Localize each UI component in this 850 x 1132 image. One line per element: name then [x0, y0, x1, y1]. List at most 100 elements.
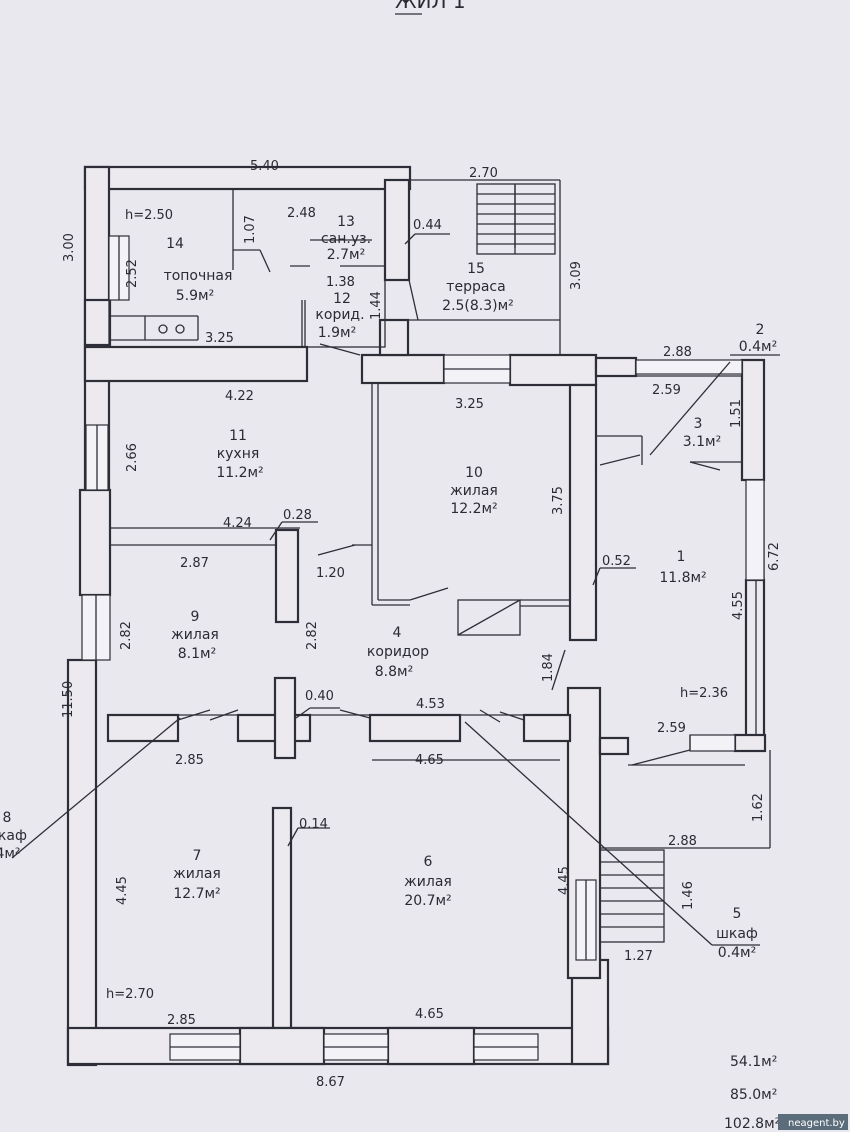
- room-5-number: 5: [733, 906, 742, 922]
- windows: [81, 235, 765, 1061]
- dim-label: 3.25: [205, 331, 234, 346]
- dim-label: 1.51: [729, 399, 744, 428]
- dim-label: 0.28: [283, 508, 312, 523]
- dim-label: 1.38: [326, 275, 355, 290]
- dim-label: 5.40: [250, 159, 279, 174]
- dim-label: 2.87: [180, 556, 209, 571]
- room-15-name: терраса: [446, 279, 505, 295]
- dim-label: 3.09: [569, 261, 584, 290]
- room-8-name: шкаф: [0, 828, 27, 844]
- dimension-labels: 5.40 2.70 3.00 2.52 h=2.50 2.48 1.07 0.4…: [61, 159, 782, 1090]
- leader-lines: [11, 233, 780, 946]
- dim-label: 2.48: [287, 206, 316, 221]
- dim-label: 11.50: [61, 681, 76, 718]
- dim-label: h=2.50: [125, 208, 173, 223]
- room-7-area: 12.7м²: [173, 886, 220, 902]
- dim-label: 4.53: [416, 697, 445, 712]
- room-15-area: 2.5(8.3)м²: [442, 298, 514, 314]
- dim-label: 0.40: [305, 689, 334, 704]
- room-13-area: 2.7м²: [327, 247, 365, 263]
- dim-label: 4.55: [731, 591, 746, 620]
- room-1-number: 1: [677, 549, 686, 565]
- dim-label: 0.44: [413, 218, 442, 233]
- room-6-area: 20.7м²: [404, 893, 451, 909]
- room-11-number: 11: [229, 428, 247, 444]
- dim-label: 2.85: [175, 753, 204, 768]
- total-area-1: 54.1м²: [730, 1054, 777, 1070]
- dim-label: 2.85: [167, 1013, 196, 1028]
- room-10-name: жилая: [450, 483, 498, 499]
- dim-label: 2.82: [119, 621, 134, 650]
- dim-label: 3.00: [62, 233, 77, 262]
- room-13-number: 13: [337, 214, 355, 230]
- dim-label: 1.44: [369, 291, 384, 320]
- dim-label: 6.72: [767, 542, 782, 571]
- room-9-name: жилая: [171, 627, 219, 643]
- total-area-3: 102.8м²: [724, 1116, 780, 1132]
- sheet-header: ЖИЛ 1: [395, 0, 466, 13]
- room-3-number: 3: [694, 416, 703, 432]
- dim-label: 3.75: [551, 486, 566, 515]
- stairs: [476, 183, 665, 943]
- room-7-name: жилая: [173, 866, 221, 882]
- dim-label: 4.24: [223, 516, 252, 531]
- dim-label: 1.62: [751, 793, 766, 822]
- dim-label: 4.65: [415, 1007, 444, 1022]
- dim-label: 0.14: [299, 817, 328, 832]
- dim-label: 4.65: [415, 753, 444, 768]
- room-10-number: 10: [465, 465, 483, 481]
- dim-label: 0.52: [602, 554, 631, 569]
- dim-label: 1.27: [624, 949, 653, 964]
- room-12-number: 12: [333, 291, 351, 307]
- dim-label: 1.46: [681, 881, 696, 910]
- room-labels: 14 топочная 5.9м² 13 сан.уз. 2.7м² 12 ко…: [0, 214, 777, 961]
- room-12-name: корид.: [315, 307, 364, 323]
- dim-label: 1.20: [316, 566, 345, 581]
- room-8-number: 8: [3, 810, 12, 826]
- dim-label: 2.52: [125, 259, 140, 288]
- watermark: neagent.by: [788, 1118, 845, 1129]
- room-4-name: коридор: [367, 644, 429, 660]
- room-15-number: 15: [467, 261, 485, 277]
- room-9-number: 9: [191, 609, 200, 625]
- room-5-area: 0.4м²: [718, 945, 756, 961]
- room-2-area: 0.4м²: [739, 339, 777, 355]
- dim-label: 2.59: [652, 383, 681, 398]
- dim-label: h=2.36: [680, 686, 728, 701]
- dim-label: 2.59: [657, 721, 686, 736]
- room-6-number: 6: [424, 854, 433, 870]
- room-13-name: сан.уз.: [321, 231, 371, 247]
- dim-label: 4.45: [557, 866, 572, 895]
- dim-label: 1.84: [541, 653, 556, 682]
- dim-label: 8.67: [316, 1075, 345, 1090]
- dim-label: h=2.70: [106, 987, 154, 1002]
- room-8-area: 4м²: [0, 846, 21, 862]
- room-9-area: 8.1м²: [178, 646, 216, 662]
- dim-label: 2.66: [125, 443, 140, 472]
- total-area-2: 85.0м²: [730, 1087, 777, 1103]
- dim-label: 2.88: [663, 345, 692, 360]
- room-12-area: 1.9м²: [318, 325, 356, 341]
- room-3-area: 3.1м²: [683, 434, 721, 450]
- dim-label: 2.70: [469, 166, 498, 181]
- dim-label: 4.22: [225, 389, 254, 404]
- room-5-name: шкаф: [716, 926, 758, 942]
- room-14-area: 5.9м²: [176, 288, 214, 304]
- watermark-background: [778, 1114, 848, 1130]
- room-11-area: 11.2м²: [216, 465, 263, 481]
- room-1-area: 11.8м²: [659, 570, 706, 586]
- area-totals: 54.1м² 85.0м² 102.8м²: [724, 1054, 780, 1132]
- room-10-area: 12.2м²: [450, 501, 497, 517]
- room-4-number: 4: [393, 625, 402, 641]
- room-11-name: кухня: [217, 446, 260, 462]
- room-4-area: 8.8м²: [375, 664, 413, 680]
- room-14-number: 14: [166, 236, 184, 252]
- room-14-name: топочная: [164, 268, 233, 284]
- room-6-name: жилая: [404, 874, 452, 890]
- room-7-number: 7: [193, 848, 202, 864]
- dim-label: 1.07: [243, 215, 258, 244]
- dim-label: 3.25: [455, 397, 484, 412]
- dim-label: 2.82: [305, 621, 320, 650]
- dim-label: 2.88: [668, 834, 697, 849]
